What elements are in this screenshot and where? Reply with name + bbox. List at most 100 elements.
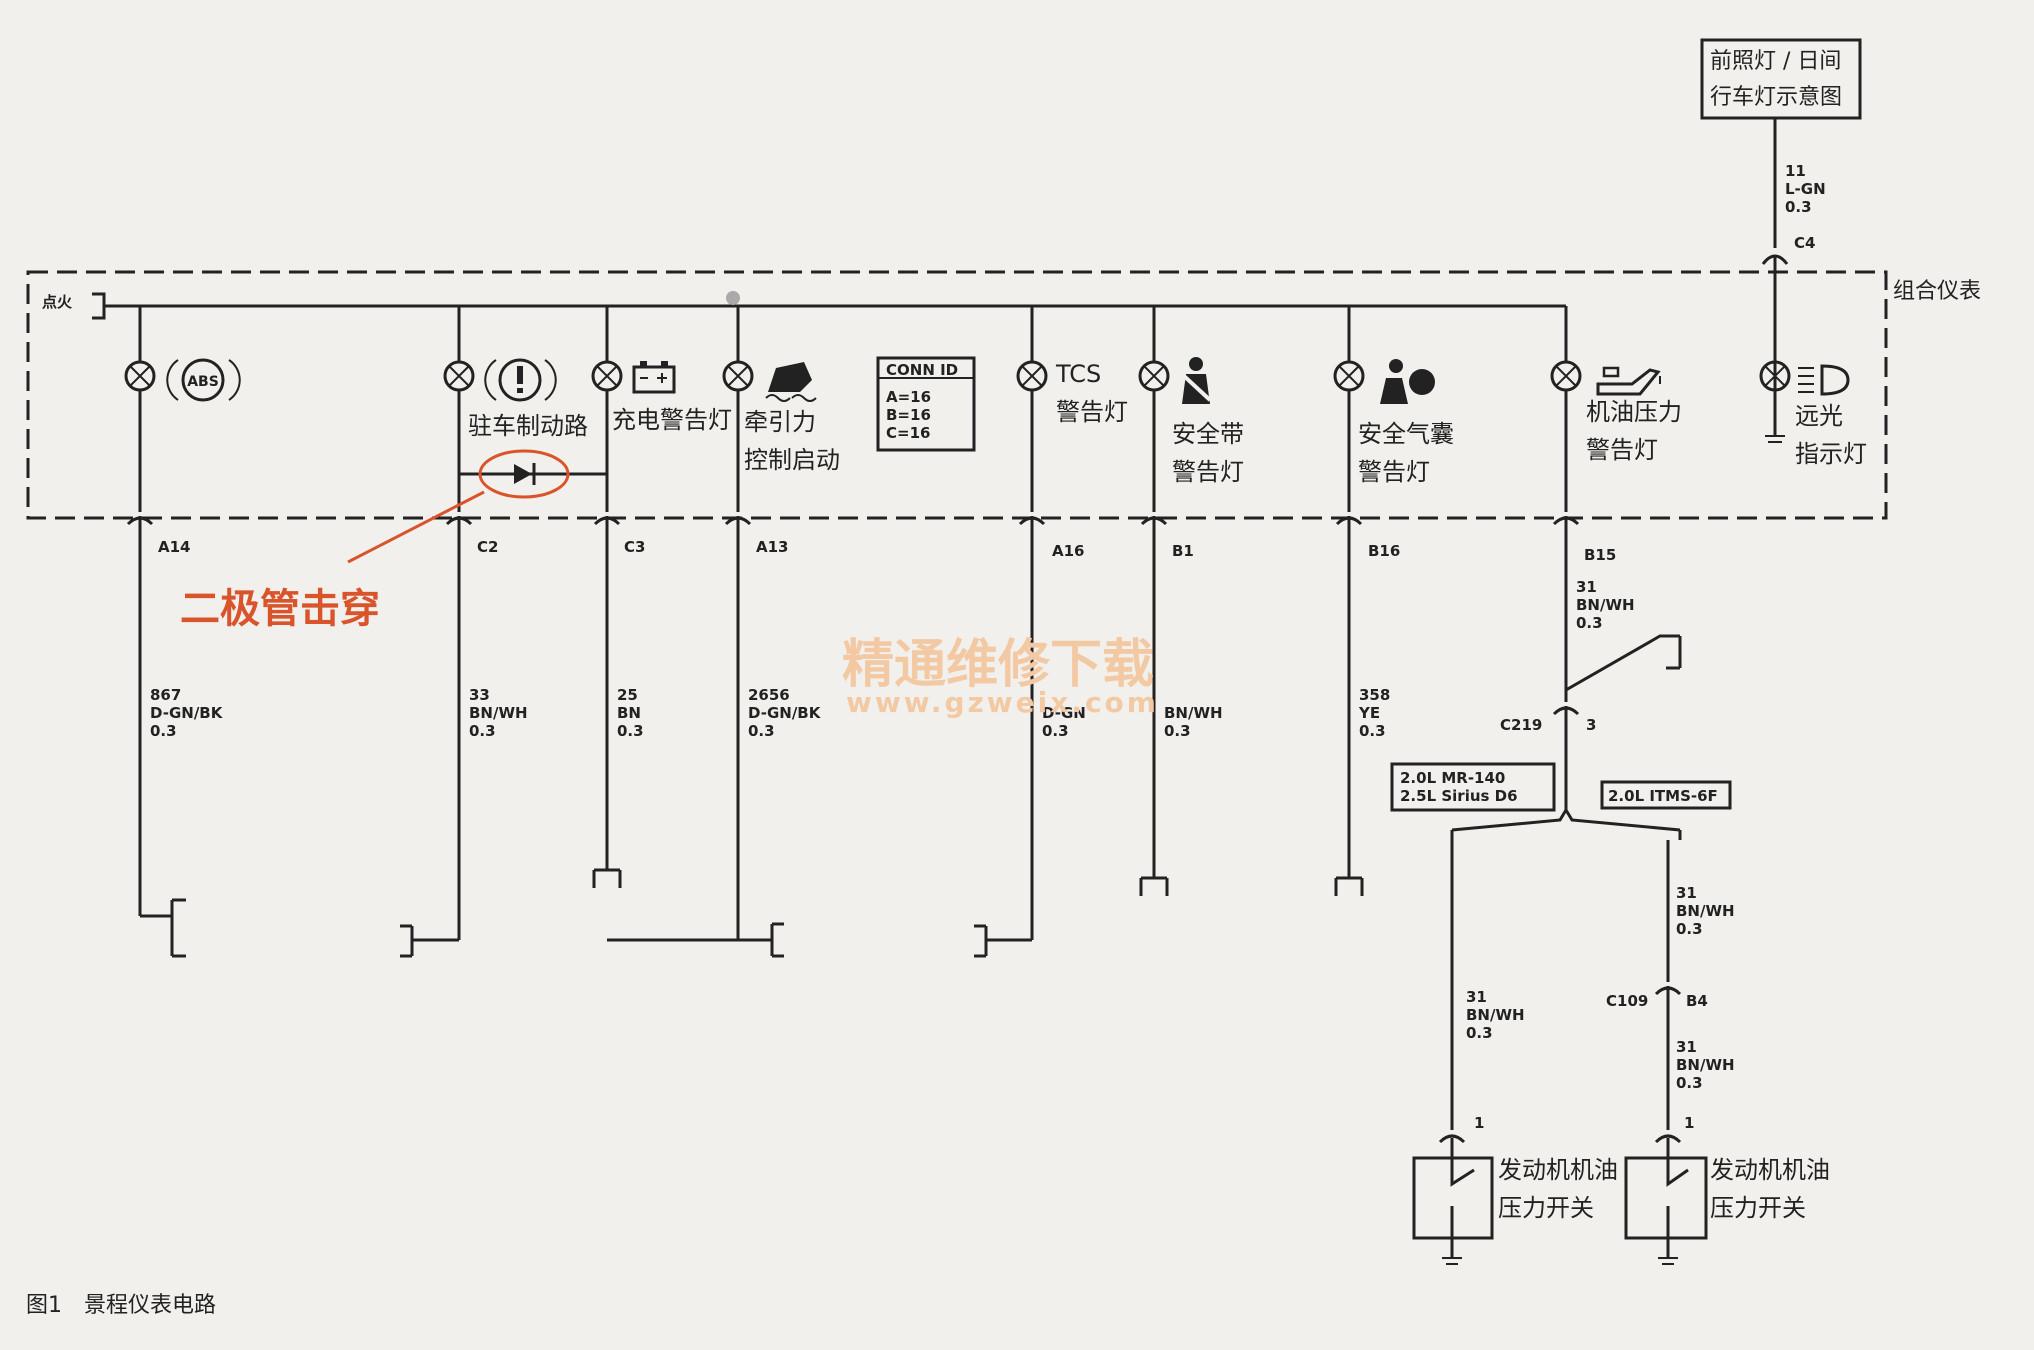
- svg-text:31: 31: [1676, 884, 1697, 902]
- svg-text:2.0L ITMS-6F: 2.0L ITMS-6F: [1608, 787, 1718, 805]
- oil-pressure-label-line2: 警告灯: [1586, 436, 1658, 464]
- svg-text:B1: B1: [1172, 542, 1194, 560]
- svg-text:2656: 2656: [748, 686, 790, 704]
- svg-text:CONN ID: CONN ID: [886, 361, 958, 379]
- svg-text:发动机机油: 发动机机油: [1710, 1156, 1830, 1184]
- airbag-symbol-icon: [1380, 359, 1435, 404]
- lamp-symbols: [124, 360, 1791, 392]
- module-connectors: [126, 516, 1580, 940]
- airbag-label-line2: 警告灯: [1358, 458, 1430, 486]
- svg-text:C4: C4: [1794, 234, 1815, 252]
- svg-text:3: 3: [1586, 716, 1596, 734]
- traction-lamp-icon: [722, 360, 754, 392]
- svg-text:BN/WH: BN/WH: [469, 704, 528, 722]
- wire-terminations: [140, 868, 1364, 958]
- airbag-lamp-icon: [1333, 360, 1365, 392]
- high-beam-symbol-icon: [1798, 364, 1850, 396]
- svg-text:BN/WH: BN/WH: [1164, 704, 1223, 722]
- svg-text:0.3: 0.3: [1466, 1024, 1493, 1042]
- svg-text:0.3: 0.3: [150, 722, 177, 740]
- svg-text:31: 31: [1576, 578, 1597, 596]
- seatbelt-symbol-icon: [1182, 357, 1212, 404]
- svg-text:C2: C2: [477, 538, 498, 556]
- abs-symbol-icon: ABS: [166, 358, 241, 402]
- seatbelt-label-line1: 安全带: [1172, 420, 1244, 448]
- svg-text:压力开关: 压力开关: [1710, 1194, 1806, 1222]
- svg-text:D-GN/BK: D-GN/BK: [150, 704, 224, 722]
- high-beam-label-line1: 远光: [1795, 402, 1843, 430]
- traction-label-line1: 牵引力: [744, 408, 816, 436]
- high-beam-label-line2: 指示灯: [1795, 440, 1867, 468]
- oil-pressure-lamp-icon: [1550, 360, 1582, 392]
- svg-text:BN/WH: BN/WH: [1676, 902, 1735, 920]
- svg-text:A=16: A=16: [886, 388, 931, 406]
- headlamp-ref-line2: 行车灯示意图: [1710, 85, 1842, 110]
- abs-lamp-icon: [124, 360, 156, 392]
- svg-text:B=16: B=16: [886, 406, 931, 424]
- right-oil-pressure-switch: [1624, 1156, 1708, 1240]
- svg-text:2.0L MR-140: 2.0L MR-140: [1400, 769, 1505, 787]
- right-switch-branch: 31 BN/WH 0.3 C109 B4 31 BN/WH 0.3 1 发动机机…: [1606, 840, 1830, 1265]
- svg-text:YE: YE: [1358, 704, 1380, 722]
- connector-labels: A14 C2 C3 A13 A16 B1 B16 B15: [158, 538, 1616, 564]
- svg-text:0.3: 0.3: [469, 722, 496, 740]
- svg-text:0.3: 0.3: [1576, 614, 1603, 632]
- svg-text:0.3: 0.3: [1042, 722, 1069, 740]
- svg-text:BN/WH: BN/WH: [1576, 596, 1635, 614]
- charge-lamp-icon: [591, 360, 623, 392]
- seatbelt-label-line2: 警告灯: [1172, 458, 1244, 486]
- failed-diode: [347, 449, 607, 564]
- svg-text:0.3: 0.3: [617, 722, 644, 740]
- svg-text:0.3: 0.3: [748, 722, 775, 740]
- svg-text:C109: C109: [1606, 992, 1648, 1010]
- svg-text:发动机机油: 发动机机油: [1498, 1156, 1618, 1184]
- diode-failure-label: 二极管击穿: [180, 586, 380, 632]
- parking-brake-lamp-icon: [443, 360, 475, 392]
- svg-text:D-GN: D-GN: [1042, 704, 1086, 722]
- oil-pressure-label-line1: 机油压力: [1586, 398, 1682, 426]
- instrument-cluster-label: 组合仪表: [1893, 279, 1981, 304]
- engine-box-left: 2.0L MR-140 2.5L Sirius D6: [1390, 762, 1556, 812]
- svg-text:压力开关: 压力开关: [1498, 1194, 1594, 1222]
- headlamp-reference-box: 前照灯 / 日间 行车灯示意图: [1700, 38, 1862, 120]
- svg-text:2.5L Sirius D6: 2.5L Sirius D6: [1400, 787, 1518, 805]
- svg-text:0.3: 0.3: [1676, 1074, 1703, 1092]
- engine-box-right: 2.0L ITMS-6F: [1600, 780, 1732, 810]
- svg-text:BN: BN: [617, 704, 641, 722]
- svg-text:BN/WH: BN/WH: [1676, 1056, 1735, 1074]
- svg-text:31: 31: [1466, 988, 1487, 1006]
- lamp-labels: 驻车制动路 充电警告灯 牵引力 控制启动 警告灯 安全带 警告灯 安全气囊 警告…: [468, 398, 1867, 486]
- svg-text:0.3: 0.3: [1359, 722, 1386, 740]
- airbag-label-line1: 安全气囊: [1358, 420, 1454, 448]
- svg-text:C3: C3: [624, 538, 645, 556]
- svg-text:11: 11: [1785, 162, 1806, 180]
- ignition-label: 点火: [42, 293, 73, 311]
- wire-specs: 867 D-GN/BK 0.3 33 BN/WH 0.3 25 BN 0.3 2…: [150, 578, 1635, 740]
- svg-text:0.3: 0.3: [1785, 198, 1812, 216]
- svg-text:358: 358: [1359, 686, 1390, 704]
- svg-text:1: 1: [1684, 1114, 1694, 1132]
- svg-text:B16: B16: [1368, 542, 1400, 560]
- svg-text:0.3: 0.3: [1676, 920, 1703, 938]
- svg-text:1: 1: [1474, 1114, 1484, 1132]
- svg-text:A16: A16: [1052, 542, 1084, 560]
- tcs-lamp-icon: [1016, 360, 1048, 392]
- high-beam-feed: 11 L-GN 0.3 C4: [1761, 118, 1826, 443]
- oil-can-symbol-icon: [1596, 366, 1661, 396]
- svg-text:C=16: C=16: [886, 424, 930, 442]
- tcs-label: 警告灯: [1056, 398, 1128, 426]
- svg-text:ABS: ABS: [187, 374, 219, 390]
- conn-id-box: CONN ID A=16 B=16 C=16: [876, 356, 976, 452]
- svg-text:C219: C219: [1500, 716, 1542, 734]
- svg-text:B4: B4: [1686, 992, 1708, 1010]
- instrument-cluster-boundary: [26, 270, 1888, 520]
- battery-symbol-icon: [632, 361, 676, 394]
- svg-text:D-GN/BK: D-GN/BK: [748, 704, 822, 722]
- headlamp-ref-line1: 前照灯 / 日间: [1710, 49, 1841, 74]
- traction-symbol-icon: [765, 362, 817, 402]
- charge-lamp-label: 充电警告灯: [612, 406, 732, 434]
- figure-caption: 图1 景程仪表电路: [26, 1293, 216, 1318]
- lamp-drops: [138, 306, 1568, 512]
- tcs-symbol-text: TCS: [1055, 360, 1101, 388]
